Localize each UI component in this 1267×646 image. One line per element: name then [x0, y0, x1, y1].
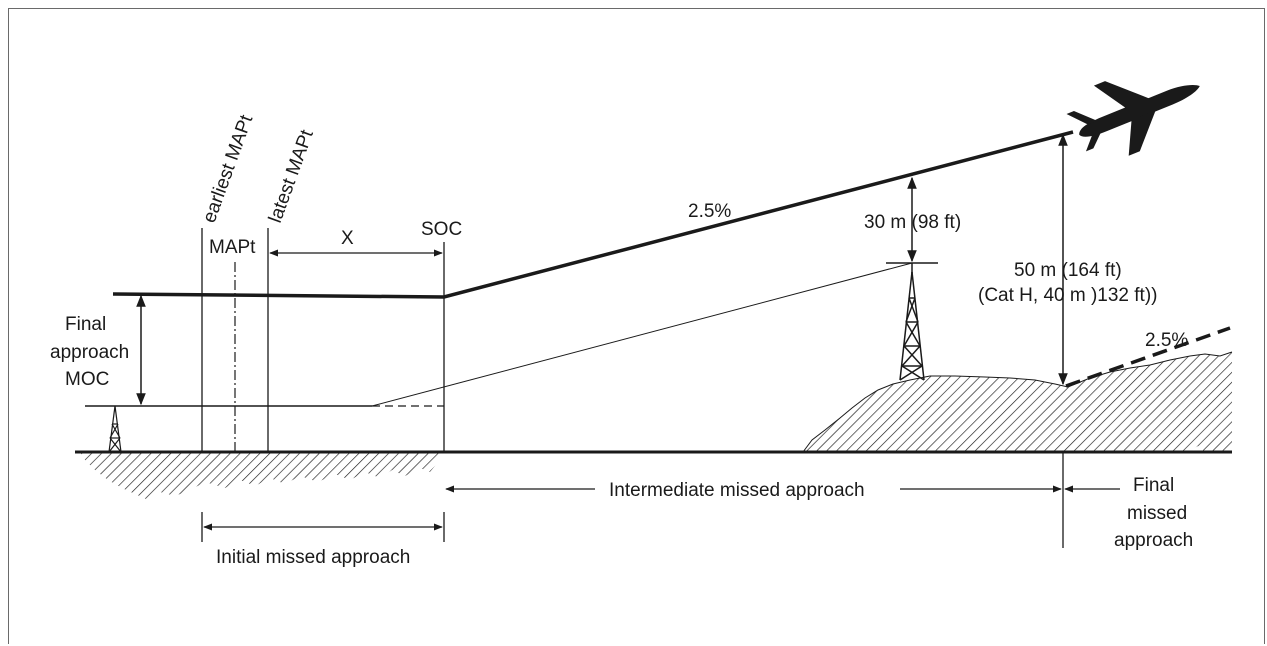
clearance-30-label: 30 m (98 ft) — [864, 212, 961, 233]
radio-tower-icon — [899, 263, 925, 381]
terrain-left — [80, 452, 440, 500]
gradient-main-label: 2.5% — [688, 201, 731, 222]
x-label: X — [341, 228, 354, 249]
final-label-line2: missed — [1127, 503, 1187, 524]
moc-label-line1: Final — [65, 314, 106, 335]
moc-label-line2: approach — [50, 342, 129, 363]
airplane-icon — [1066, 81, 1200, 156]
diagram-frame — [8, 8, 1265, 644]
soc-label: SOC — [421, 219, 462, 240]
earliest-mapt-label: earliest MAPt — [199, 112, 258, 226]
latest-mapt-label: latest MAPt — [265, 127, 318, 226]
obstacle-surface-line — [371, 262, 913, 407]
terrain-hill-outline — [802, 351, 1233, 453]
final-label-line3: approach — [1114, 530, 1193, 551]
gradient-final-label: 2.5% — [1145, 330, 1188, 351]
clearance-50-label-line2: (Cat H, 40 m )132 ft)) — [978, 285, 1158, 306]
clearance-50-label-line1: 50 m (164 ft) — [1014, 260, 1122, 281]
mapt-label: MAPt — [209, 237, 256, 258]
flight-path — [112, 130, 1074, 299]
moc-label-line3: MOC — [65, 369, 109, 390]
final-gradient-line — [1065, 326, 1231, 388]
initial-label: Initial missed approach — [216, 547, 410, 568]
intermediate-label: Intermediate missed approach — [609, 480, 865, 501]
obstacle-tower-icon — [108, 405, 122, 453]
final-label-line1: Final — [1133, 475, 1174, 496]
terrain-hill — [803, 352, 1232, 452]
